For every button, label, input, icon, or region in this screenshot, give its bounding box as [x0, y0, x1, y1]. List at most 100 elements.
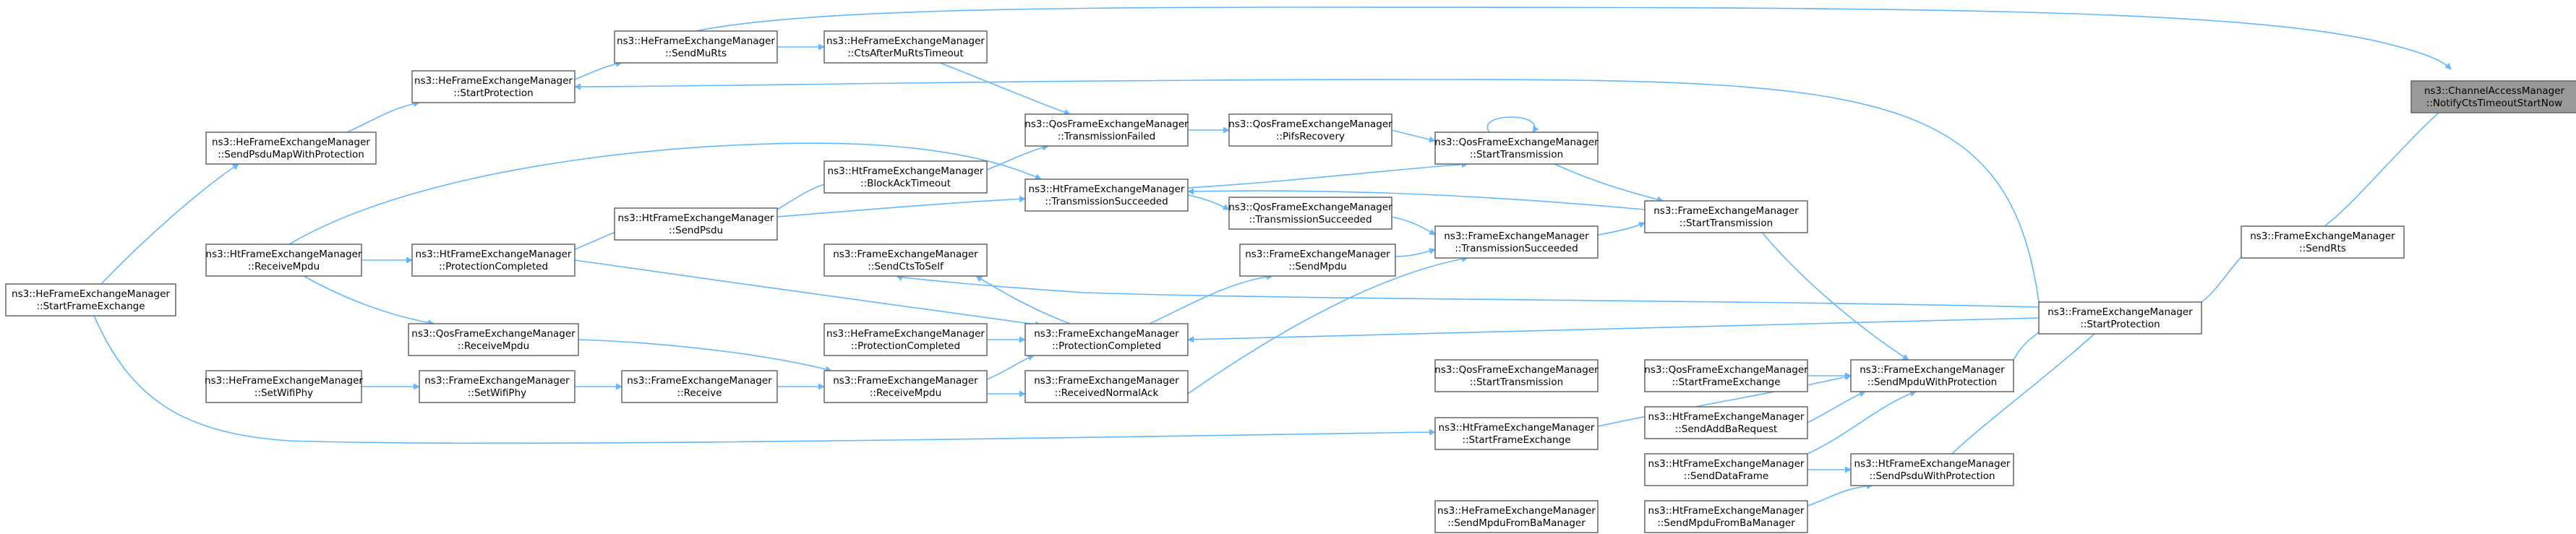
- node-he-setwifiphy[interactable]: ns3::HeFrameExchangeManager::SetWifiPhy: [205, 370, 363, 403]
- node-fem-setwifiphy[interactable]: ns3::FrameExchangeManager::SetWifiPhy: [419, 370, 575, 403]
- node-box: [823, 323, 988, 356]
- node-box: [1434, 359, 1599, 392]
- node-qos-starttx2[interactable]: ns3::QosFrameExchangeManager::StartTrans…: [1434, 359, 1599, 392]
- node-htfem-sendpsduwp[interactable]: ns3::HtFrameExchangeManager::SendPsduWit…: [1850, 453, 2014, 486]
- node-method-label: ::SendDataFrame: [1684, 470, 1768, 482]
- node-qos-txsucc[interactable]: ns3::QosFrameExchangeManager::Transmissi…: [1228, 197, 1392, 230]
- node-box: [1024, 178, 1189, 212]
- node-ht-sendpsdu[interactable]: ns3::HtFrameExchangeManager::SendPsdu: [614, 207, 778, 241]
- node-method-label: ::SetWifiPhy: [254, 387, 313, 399]
- node-he-sendpsdumap[interactable]: ns3::HeFrameExchangeManager::SendPsduMap…: [205, 132, 377, 165]
- node-fem-recvnormalack[interactable]: ns3::FrameExchangeManager::ReceivedNorma…: [1024, 370, 1189, 403]
- node-class-label: ns3::HeFrameExchangeManager: [12, 288, 170, 300]
- node-qos-startfe[interactable]: ns3::QosFrameExchangeManager::StartFrame…: [1644, 359, 1808, 392]
- node-fem-receive[interactable]: ns3::FrameExchangeManager::Receive: [621, 370, 778, 403]
- node-fem-sendrts[interactable]: ns3::FrameExchangeManager::SendRts: [2241, 225, 2405, 259]
- node-ht-sendmpdufromba[interactable]: ns3::HtFrameExchangeManager::SendMpduFro…: [1644, 500, 1808, 533]
- node-class-label: ns3::HeFrameExchangeManager: [212, 137, 370, 148]
- node-class-label: ns3::QosFrameExchangeManager: [1434, 137, 1599, 148]
- edge-fem_startprot-to-fem_protcompleted: [1187, 317, 2040, 343]
- node-class-label: ns3::QosFrameExchangeManager: [1228, 119, 1392, 130]
- node-box: [419, 370, 575, 403]
- node-class-label: ns3::HtFrameExchangeManager: [1439, 422, 1595, 434]
- node-box: [1434, 500, 1599, 533]
- node-qos-starttx[interactable]: ns3::QosFrameExchangeManager::StartTrans…: [1434, 132, 1599, 165]
- edge-fem_recvnormalack-to-fem_txsucc: [1187, 255, 1468, 395]
- node-box: [205, 370, 362, 403]
- node-method-label: ::CtsAfterMuRtsTimeout: [847, 48, 963, 59]
- node-method-label: ::SendPsduMapWithProtection: [218, 149, 364, 160]
- node-he-ctsaftermurts[interactable]: ns3::HeFrameExchangeManager::CtsAfterMuR…: [823, 30, 988, 64]
- node-root[interactable]: ns3::ChannelAccessManager::NotifyCtsTime…: [2410, 80, 2576, 113]
- node-ht-protcompleted[interactable]: ns3::HtFrameExchangeManager::ProtectionC…: [411, 244, 575, 277]
- node-method-label: ::SendMpdu: [1288, 261, 1346, 272]
- node-fem-starttx[interactable]: ns3::FrameExchangeManager::StartTransmis…: [1644, 200, 1808, 233]
- node-method-label: ::StartTransmission: [1470, 149, 1563, 160]
- edge-ht_txsucc-to-qos_txsucc: [1187, 194, 1230, 210]
- node-ht-startfe[interactable]: ns3::HtFrameExchangeManager::StartFrameE…: [1434, 417, 1599, 450]
- node-fem-sendctstoself[interactable]: ns3::FrameExchangeManager::SendCtsToSelf: [823, 244, 988, 277]
- edge-ht_startfe-to-fem_sendmpduwp: [1597, 374, 1852, 427]
- node-box: [411, 70, 575, 103]
- node-fem-sendmpdu[interactable]: ns3::FrameExchangeManager::SendMpdu: [1239, 244, 1396, 277]
- edge-ht_txsucc-to-qos_starttx: [1187, 161, 1468, 189]
- node-qos-pifs[interactable]: ns3::QosFrameExchangeManager::PifsRecove…: [1228, 113, 1392, 147]
- edge-qos_starttx-to-qos_starttx: [1486, 116, 1539, 133]
- node-class-label: ns3::HtFrameExchangeManager: [1648, 505, 1805, 517]
- node-qos-recvmpdu[interactable]: ns3::QosFrameExchangeManager::ReceiveMpd…: [408, 323, 579, 356]
- node-ht-sendaddba[interactable]: ns3::HtFrameExchangeManager::SendAddBaRe…: [1644, 406, 1808, 439]
- node-box: [1644, 200, 1808, 233]
- node-class-label: ns3::FrameExchangeManager: [627, 375, 772, 387]
- edge-fem_protcompleted-to-fem_sendmpdu: [1149, 273, 1273, 324]
- node-class-label: ns3::HeFrameExchangeManager: [205, 375, 363, 387]
- node-box: [2410, 80, 2576, 113]
- edge-fem_startprot-to-he_startprot: [574, 79, 2040, 303]
- node-ht-blockacktimeout[interactable]: ns3::HtFrameExchangeManager::BlockAckTim…: [823, 160, 988, 194]
- node-method-label: ::SendCtsToSelf: [868, 261, 944, 272]
- node-method-label: ::SendPsdu: [669, 225, 723, 236]
- node-method-label: ::StartProtection: [453, 87, 533, 99]
- node-method-label: ::TransmissionSucceeded: [1045, 196, 1168, 207]
- node-box: [1644, 406, 1808, 439]
- node-he-sendmpdufromba[interactable]: ns3::HeFrameExchangeManager::SendMpduFro…: [1434, 500, 1599, 533]
- node-class-label: ns3::FrameExchangeManager: [1444, 231, 1589, 242]
- node-box: [823, 30, 988, 64]
- edge-fem_recvmpdu-to-fem_protcompleted: [986, 354, 1035, 380]
- node-fem-recvmpdu[interactable]: ns3::FrameExchangeManager::ReceiveMpdu: [823, 370, 988, 403]
- node-fem-startprot[interactable]: ns3::FrameExchangeManager::StartProtecti…: [2038, 301, 2202, 335]
- node-method-label: ::ProtectionCompleted: [851, 340, 960, 352]
- node-box: [408, 323, 579, 356]
- node-method-label: ::SendMpduFromBaManager: [1447, 517, 1586, 529]
- node-ht-txsucc[interactable]: ns3::HtFrameExchangeManager::Transmissio…: [1024, 178, 1189, 212]
- node-box: [823, 244, 988, 277]
- node-ht-recvmpdu[interactable]: ns3::HtFrameExchangeManager::ReceiveMpdu: [205, 244, 362, 277]
- node-fem-protcompleted[interactable]: ns3::FrameExchangeManager::ProtectionCom…: [1024, 323, 1189, 356]
- node-class-label: ns3::FrameExchangeManager: [2250, 231, 2395, 242]
- node-he-startprot[interactable]: ns3::HeFrameExchangeManager::StartProtec…: [411, 70, 575, 103]
- node-qos-txfailed[interactable]: ns3::QosFrameExchangeManager::Transmissi…: [1024, 113, 1189, 147]
- node-class-label: ns3::FrameExchangeManager: [833, 375, 978, 387]
- node-ht-senddata[interactable]: ns3::HtFrameExchangeManager::SendDataFra…: [1644, 453, 1808, 486]
- node-class-label: ns3::HeFrameExchangeManager: [826, 328, 985, 340]
- node-he-sendmurts[interactable]: ns3::HeFrameExchangeManager::SendMuRts: [614, 30, 778, 64]
- node-he-protcompleted[interactable]: ns3::HeFrameExchangeManager::ProtectionC…: [823, 323, 988, 356]
- node-class-label: ns3::QosFrameExchangeManager: [1434, 364, 1599, 376]
- node-fem-sendmpduwp[interactable]: ns3::FrameExchangeManager::SendMpduWithP…: [1850, 359, 2014, 392]
- node-box: [411, 244, 575, 277]
- edge-qos_starttx-to-fem_starttx: [1554, 163, 1664, 203]
- node-class-label: ns3::HtFrameExchangeManager: [618, 212, 774, 224]
- edge-he_startprot-to-he_sendmurts: [574, 60, 622, 80]
- node-fem-txsucc[interactable]: ns3::FrameExchangeManager::TransmissionS…: [1434, 225, 1599, 259]
- node-box: [1434, 132, 1599, 165]
- edge-htfem_sendpsduwp-to-fem_startprot: [1951, 317, 2112, 455]
- node-class-label: ns3::ChannelAccessManager: [2424, 85, 2565, 97]
- edge-ht_sendpsdu-to-ht_txsucc: [776, 195, 1026, 218]
- edge-ht_protcompleted-to-fem_protcompleted: [574, 259, 1042, 328]
- edge-he_sendpsdumap-to-he_startprot: [346, 100, 420, 133]
- node-box: [823, 160, 988, 194]
- node-class-label: ns3::FrameExchangeManager: [1034, 328, 1179, 340]
- node-class-label: ns3::HtFrameExchangeManager: [1648, 411, 1805, 423]
- node-class-label: ns3::FrameExchangeManager: [2047, 306, 2193, 318]
- node-he-startfe[interactable]: ns3::HeFrameExchangeManager::StartFrameE…: [5, 283, 176, 316]
